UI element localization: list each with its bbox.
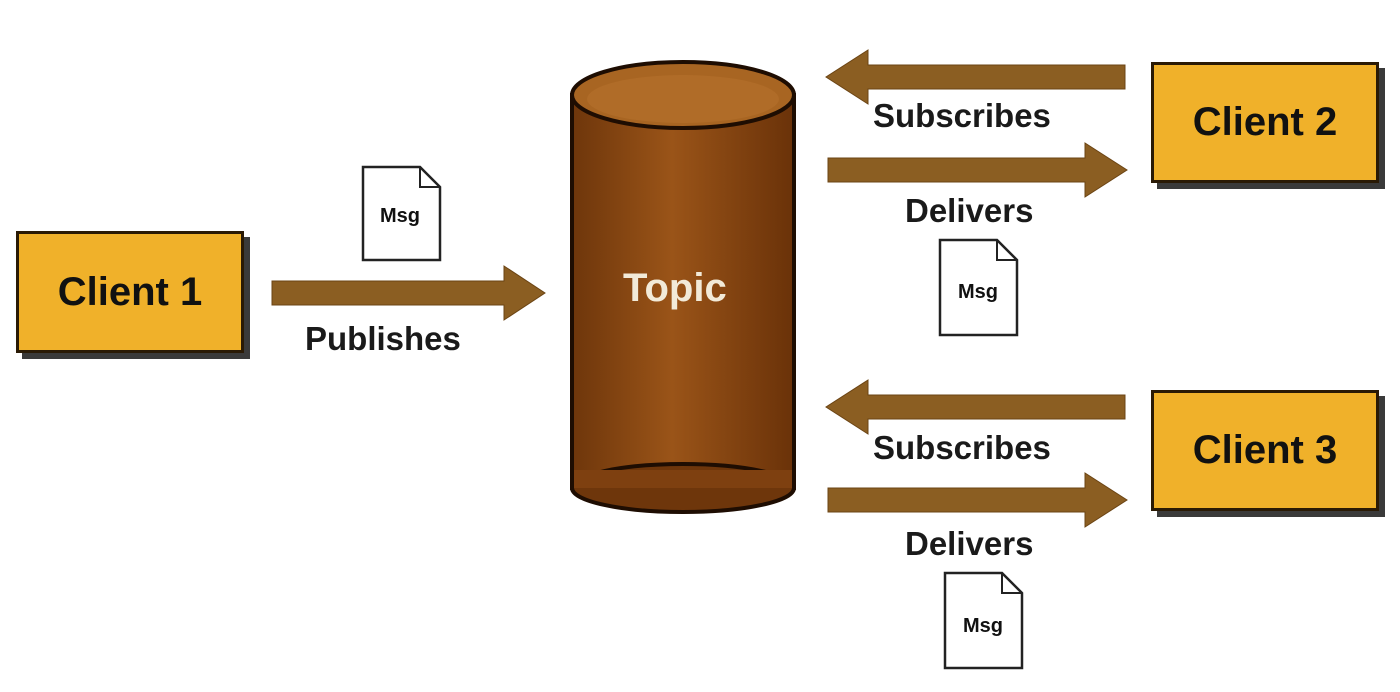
publishes-arrow bbox=[271, 265, 546, 321]
message-document-2: Msg bbox=[938, 238, 1019, 337]
delivers-arrow-client-3 bbox=[827, 472, 1128, 528]
publishes-label: Publishes bbox=[305, 320, 461, 357]
subscribes-label-client-3: Subscribes bbox=[873, 429, 1051, 466]
message-document-1: Msg bbox=[361, 165, 442, 262]
message-document-3: Msg bbox=[943, 571, 1024, 670]
subscribes-label-client-2: Subscribes bbox=[873, 97, 1051, 134]
client-2-box: Client 2 bbox=[1151, 62, 1379, 183]
delivers-arrow-client-2 bbox=[827, 142, 1128, 198]
client-2-label: Client 2 bbox=[1192, 100, 1338, 144]
topic-cylinder bbox=[570, 60, 796, 514]
message-label: Msg bbox=[963, 615, 1003, 637]
topic-label: Topic bbox=[623, 266, 727, 310]
subscribes-arrow-client-2 bbox=[825, 49, 1126, 105]
client-3-box: Client 3 bbox=[1151, 390, 1379, 511]
client-1-label: Client 1 bbox=[57, 269, 203, 314]
message-label: Msg bbox=[380, 205, 420, 227]
message-label: Msg bbox=[958, 281, 998, 303]
subscribes-arrow-client-3 bbox=[825, 379, 1126, 435]
delivers-label-client-3: Delivers bbox=[905, 525, 1034, 562]
client-1-box: Client 1 bbox=[16, 231, 244, 353]
delivers-label-client-2: Delivers bbox=[905, 192, 1034, 229]
client-3-label: Client 3 bbox=[1192, 428, 1338, 472]
